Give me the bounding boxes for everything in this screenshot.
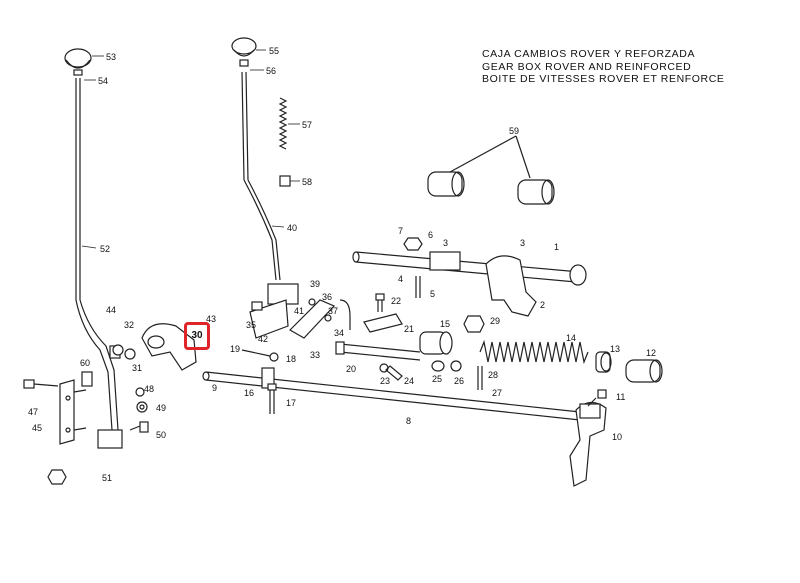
callout-49: 49	[156, 403, 166, 413]
callout-24: 24	[404, 376, 414, 386]
callout-41: 41	[294, 306, 304, 316]
callout-39: 39	[310, 279, 320, 289]
sleeve-15	[419, 331, 453, 355]
callout-43: 43	[206, 314, 216, 324]
callout-36: 36	[322, 292, 332, 302]
callout-56: 56	[266, 66, 276, 76]
callout-53: 53	[106, 52, 116, 62]
bolt-47	[23, 379, 59, 389]
callout-57: 57	[302, 120, 312, 130]
callout-59: 59	[509, 126, 519, 136]
callout-60: 60	[80, 358, 90, 368]
callout-6: 6	[428, 230, 433, 240]
callout-7: 7	[398, 226, 403, 236]
callout-25: 25	[432, 374, 442, 384]
callout-5: 5	[430, 289, 435, 299]
bushes-12-13	[595, 351, 663, 383]
callout-14: 14	[566, 333, 576, 343]
spring-57	[278, 97, 288, 150]
callout-16: 16	[244, 388, 254, 398]
callout-3b: 3	[520, 238, 525, 248]
callout-44: 44	[106, 305, 116, 315]
callout-8: 8	[406, 416, 411, 426]
callout-29: 29	[490, 316, 500, 326]
bolt-5	[415, 276, 421, 298]
callout-40: 40	[287, 223, 297, 233]
pin-19	[241, 349, 279, 362]
callout-10: 10	[612, 432, 622, 442]
callout-28: 28	[488, 370, 498, 380]
callout-26: 26	[454, 376, 464, 386]
callout-55: 55	[269, 46, 279, 56]
selector-shaft-upper	[352, 251, 587, 317]
callout-2: 2	[540, 300, 545, 310]
bushes-59	[427, 135, 555, 205]
callout-9: 9	[212, 383, 217, 393]
bolt-50	[129, 421, 149, 433]
pin-60	[81, 371, 93, 387]
callout-17: 17	[286, 398, 296, 408]
nut-51	[47, 469, 67, 485]
selector-shaft-8	[202, 367, 581, 421]
callout-20: 20	[346, 364, 356, 374]
callout-42: 42	[258, 334, 268, 344]
callout-labels: 53 54 52 55 56 57 58 40 59 7 6 3 3 1 4 5…	[28, 46, 656, 483]
callout-27: 27	[492, 388, 502, 398]
callout-45: 45	[32, 423, 42, 433]
title-french: BOITE DE VITESSES ROVER ET RENFORCE	[482, 73, 725, 85]
highlighted-part-frame[interactable]	[184, 322, 210, 350]
callout-50: 50	[156, 430, 166, 440]
highlighted-part-number: 30	[191, 330, 203, 341]
leader-lines	[81, 49, 300, 249]
nut-6-7	[403, 237, 423, 251]
callout-33: 33	[310, 350, 320, 360]
callout-12: 12	[646, 348, 656, 358]
small-parts-23-26	[379, 360, 462, 381]
callout-4: 4	[398, 274, 403, 284]
shaft-20	[335, 341, 421, 361]
callout-19: 19	[230, 344, 240, 354]
callout-52: 52	[100, 244, 110, 254]
callout-58: 58	[302, 177, 312, 187]
callout-3: 3	[443, 238, 448, 248]
callout-51: 51	[102, 473, 112, 483]
callout-23: 23	[380, 376, 390, 386]
callout-18: 18	[286, 354, 296, 364]
selector-fork-10	[569, 401, 607, 487]
callout-22: 22	[391, 296, 401, 306]
callout-13: 13	[610, 344, 620, 354]
bolt-11	[587, 389, 607, 407]
diagram-title: CAJA CAMBIOS ROVER Y REFORZADA GEAR BOX …	[482, 48, 725, 86]
linkage-assembly	[249, 283, 351, 339]
callout-54: 54	[98, 76, 108, 86]
cap-58	[279, 175, 291, 187]
callout-48: 48	[144, 384, 154, 394]
callout-31: 31	[132, 363, 142, 373]
callout-15: 15	[440, 319, 450, 329]
callout-21: 21	[404, 324, 414, 334]
spring-14	[479, 339, 589, 365]
pin-27-28	[477, 366, 483, 390]
title-spanish: CAJA CAMBIOS ROVER Y REFORZADA	[482, 48, 696, 60]
gear-lever-center	[231, 37, 281, 281]
callout-37: 37	[328, 306, 338, 316]
callout-11: 11	[616, 392, 625, 402]
callout-1: 1	[554, 242, 559, 252]
nut-29	[463, 315, 485, 333]
title-english: GEAR BOX ROVER AND REINFORCED	[482, 60, 692, 73]
bolt-17	[267, 383, 277, 414]
callout-35: 35	[246, 320, 256, 330]
lever-eye-30	[141, 323, 197, 371]
callout-34: 34	[334, 328, 344, 338]
callout-32: 32	[124, 320, 134, 330]
bracket-45	[59, 379, 87, 445]
plates-21-22	[363, 293, 403, 333]
washers-left	[112, 344, 148, 413]
callout-47: 47	[28, 407, 38, 417]
